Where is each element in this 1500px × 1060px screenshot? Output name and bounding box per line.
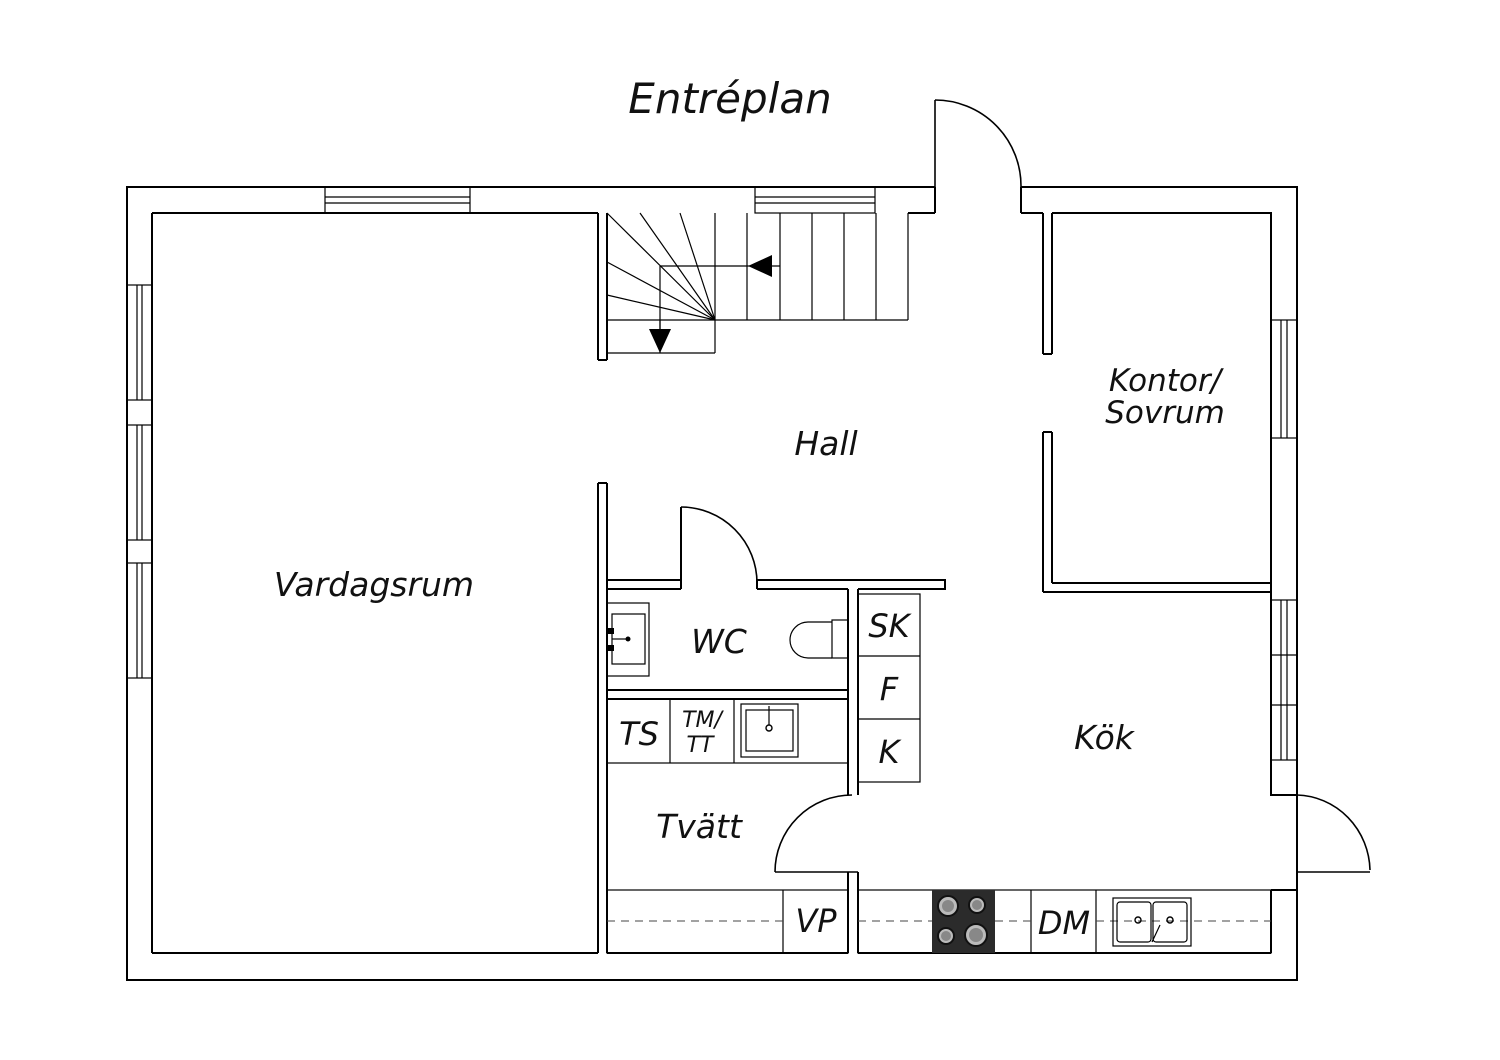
fixture-label-sk: SK (868, 607, 912, 645)
stair-arrow-icon (649, 329, 671, 353)
double-sink-icon (1112, 897, 1192, 947)
laundry-bottom-counter (606, 889, 849, 954)
fixture-label-ts: TS (619, 715, 659, 753)
fixture-label-k: K (879, 733, 903, 771)
staircase (597, 212, 909, 361)
stove-icon (932, 890, 995, 953)
room-label-sovrum: Sovrum (1105, 395, 1225, 431)
window-icon (1270, 319, 1298, 439)
room-label-kok: Kök (1074, 718, 1136, 757)
stair-arrow-icon (748, 255, 772, 277)
fixture-label-vp: VP (795, 902, 837, 940)
kitchen-counter (857, 889, 1272, 954)
window-icon (126, 284, 153, 401)
fixture-label-dm: DM (1038, 904, 1090, 942)
sink-icon (740, 703, 799, 758)
toilet-icon (789, 619, 849, 659)
room-label-wc: WC (691, 622, 747, 661)
fixture-label-f: F (880, 670, 899, 708)
door-swing-icon (934, 99, 1022, 188)
window-icon (1270, 599, 1298, 761)
storage-column (857, 593, 921, 783)
room-label-vardagsrum: Vardagsrum (274, 565, 474, 604)
window-icon (126, 424, 153, 541)
fixture-label-tm: TM/ (682, 708, 724, 733)
room-label-tvatt: Tvätt (656, 807, 743, 846)
door-swing-icon (680, 506, 758, 584)
plan-title: Entréplan (628, 74, 831, 123)
laundry-counter (606, 698, 849, 764)
window-icon (324, 186, 471, 214)
door-swing-icon (774, 794, 858, 873)
room-label-hall: Hall (794, 424, 857, 463)
room-label-kontor: Kontor/ (1109, 363, 1225, 399)
fixture-label-tt: TT (687, 733, 715, 758)
window-icon (754, 186, 876, 214)
sink-icon (606, 602, 650, 677)
window-icon (126, 562, 153, 679)
door-swing-icon (1296, 794, 1371, 873)
